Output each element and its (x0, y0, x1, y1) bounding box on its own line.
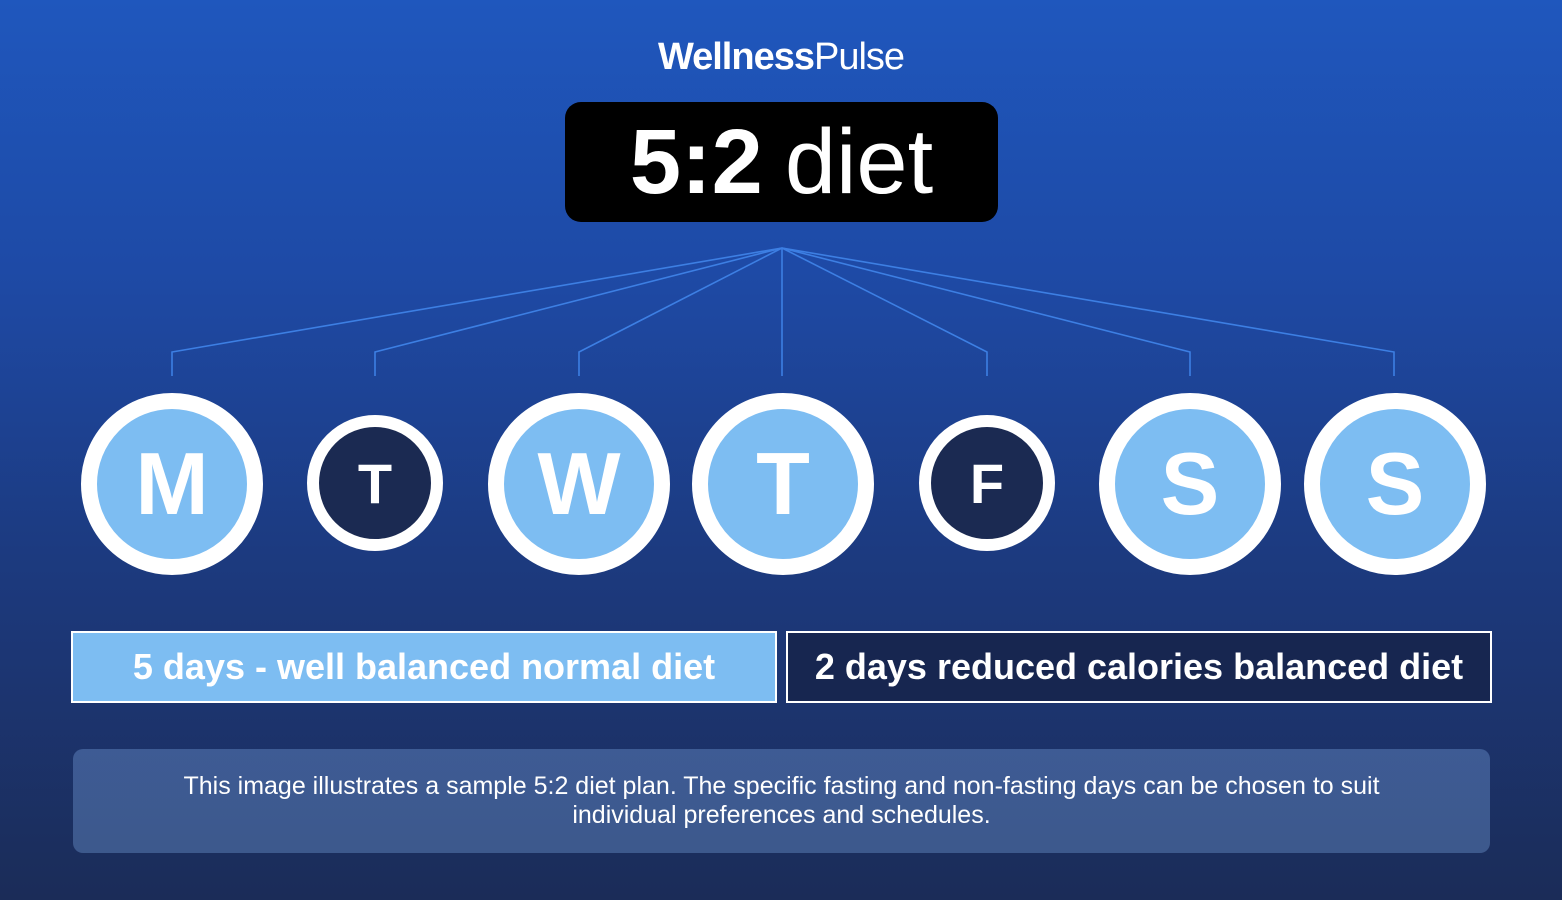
title-box: 5:2 diet (565, 102, 998, 222)
title-ratio: 5:2 (629, 111, 763, 213)
day-letter: T (756, 434, 810, 533)
connector-saturday (781, 247, 1191, 376)
legend-fasting-label: 2 days reduced calories balanced diet (814, 646, 1464, 687)
wellness-pulse-logo: WellnessPulse (0, 34, 1562, 80)
logo-wordmark-strong: Wellness (657, 36, 815, 78)
legend-normal-days: 5 days - well balanced normal diet (71, 631, 777, 703)
title-word: diet (784, 111, 934, 213)
disclaimer-note: This image illustrates a sample 5:2 diet… (73, 749, 1490, 853)
day-letter: S (1160, 434, 1220, 533)
disclaimer-text: This image illustrates a sample 5:2 diet… (183, 772, 1380, 829)
day-sunday: S (1304, 393, 1486, 575)
day-letter: M (135, 434, 209, 533)
day-tuesday: T (307, 415, 443, 551)
day-letter: W (537, 434, 621, 533)
day-saturday: S (1099, 393, 1281, 575)
legend-normal-label: 5 days - well balanced normal diet (132, 646, 716, 687)
connector-sunday (781, 247, 1395, 376)
day-monday: M (81, 393, 263, 575)
connector-wednesday (578, 247, 783, 376)
day-letter: F (969, 451, 1005, 515)
legend-fasting-days: 2 days reduced calories balanced diet (786, 631, 1492, 703)
connector-friday (781, 247, 988, 376)
logo-wordmark-light: Pulse (813, 36, 905, 78)
connector-monday (171, 247, 783, 376)
connector-tuesday (374, 247, 783, 376)
day-letter: S (1365, 434, 1425, 533)
day-friday: F (919, 415, 1055, 551)
day-wednesday: W (488, 393, 670, 575)
day-thursday: T (692, 393, 874, 575)
day-letter: T (357, 451, 393, 515)
